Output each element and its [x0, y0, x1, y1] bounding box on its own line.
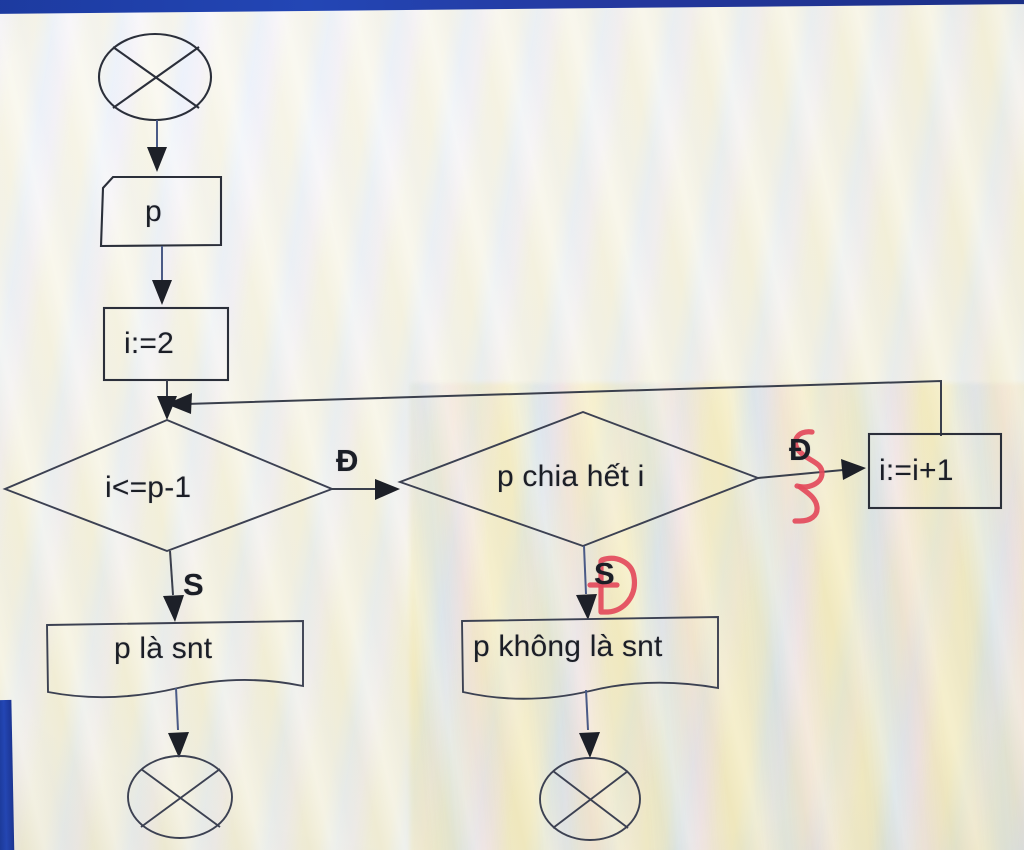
- edge-div-true: [757, 459, 866, 480]
- edge-div-false: [576, 545, 597, 620]
- branch-label-div-true: Đ: [789, 432, 812, 468]
- end-right-node: [539, 757, 641, 841]
- edge-input-to-init: [152, 246, 172, 305]
- branch-label-loop-true: Đ: [336, 443, 359, 479]
- input-p-node: [99, 175, 223, 248]
- start-node: [97, 32, 213, 122]
- output-not-prime-label: p không là snt: [473, 630, 663, 664]
- edge-loop-false: [163, 550, 184, 622]
- decision-loop-label: i<=p-1: [105, 471, 191, 505]
- edge-loopback: [166, 379, 942, 436]
- annotation-red-s: [792, 429, 825, 524]
- edge-prime-to-end: [168, 687, 189, 758]
- edge-not-prime-to-end: [579, 689, 600, 758]
- branch-label-div-false: S: [594, 556, 615, 592]
- inc-i-node: [867, 432, 1003, 510]
- edge-start-to-input: [147, 120, 167, 172]
- inc-i-label: i:=i+1: [879, 454, 954, 488]
- output-not-prime-node: [461, 616, 719, 700]
- decision-divisible-node: [397, 410, 761, 548]
- output-prime-label: p là snt: [114, 632, 212, 666]
- branch-label-loop-false: S: [183, 567, 204, 603]
- annotation-red-d: [587, 555, 637, 615]
- init-i-label: i:=2: [124, 327, 174, 361]
- end-left-node: [127, 755, 233, 839]
- decision-divisible-label: p chia hết i: [497, 460, 645, 494]
- decision-loop-node: [2, 418, 335, 553]
- output-prime-node: [46, 620, 304, 699]
- input-p-label: p: [145, 195, 162, 229]
- edge-loop-true: [332, 479, 400, 500]
